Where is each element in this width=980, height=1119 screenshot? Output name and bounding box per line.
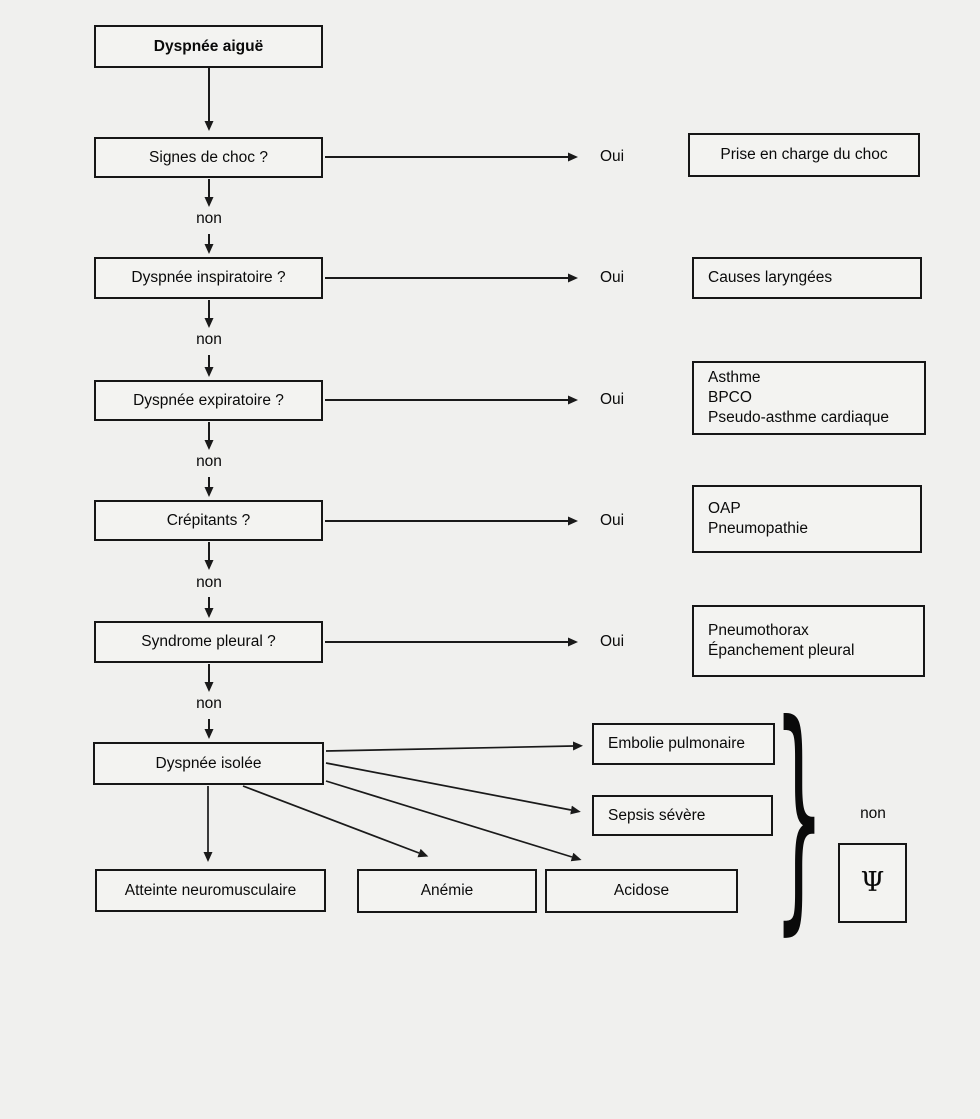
- connector-arrows: [203, 68, 583, 862]
- start-box-dyspnee-aigue: Dyspnée aiguë: [94, 25, 323, 68]
- edge-label-oui-4: Oui: [599, 512, 625, 529]
- edge-label-non-4: non: [196, 574, 222, 591]
- result-line: Épanchement pleural: [708, 642, 855, 659]
- result-line: OAP: [708, 500, 741, 517]
- outcome-box-anemie: Anémie: [357, 869, 537, 913]
- result-box-pneumothorax-epanchement: Pneumothorax Épanchement pleural: [692, 605, 925, 677]
- result-line: Asthme: [708, 369, 761, 386]
- grouping-brace: }: [773, 671, 825, 957]
- result-box-oap-pneumopathie: OAP Pneumopathie: [692, 485, 922, 553]
- result-box-asthme-bpco: Asthme BPCO Pseudo-asthme cardiaque: [692, 361, 926, 435]
- result-box-causes-laryngees: Causes laryngées: [692, 257, 922, 299]
- question-box-syndrome-pleural: Syndrome pleural ?: [94, 621, 323, 663]
- question-box-crepitants: Crépitants ?: [94, 500, 323, 541]
- result-line: Pseudo-asthme cardiaque: [708, 409, 889, 426]
- outcome-box-psy: Ψ: [838, 843, 907, 923]
- edge-label-non-3: non: [196, 453, 222, 470]
- edge-label-oui-3: Oui: [599, 391, 625, 408]
- result-box-prise-en-charge-du-choc: Prise en charge du choc: [688, 133, 920, 177]
- outcome-box-sepsis-severe: Sepsis sévère: [592, 795, 773, 836]
- outcome-box-atteinte-neuromusculaire: Atteinte neuromusculaire: [95, 869, 326, 912]
- flowchart-dyspnee-aigue: Dyspnée aiguë Signes de choc ? Dyspnée i…: [93, 25, 926, 957]
- question-box-signes-de-choc: Signes de choc ?: [94, 137, 323, 178]
- edge-label-non-psy: non: [860, 805, 886, 822]
- outcome-box-acidose: Acidose: [545, 869, 738, 913]
- question-box-dyspnee-isolee: Dyspnée isolée: [93, 742, 324, 785]
- outcome-box-embolie-pulmonaire: Embolie pulmonaire: [592, 723, 775, 765]
- edge-label-oui-1: Oui: [599, 148, 625, 165]
- result-line: Pneumopathie: [708, 520, 808, 537]
- question-box-dyspnee-inspiratoire: Dyspnée inspiratoire ?: [94, 257, 323, 299]
- result-line: BPCO: [708, 389, 752, 406]
- edge-label-non-1: non: [196, 210, 222, 227]
- edge-label-non-2: non: [196, 331, 222, 348]
- edge-label-oui-2: Oui: [599, 269, 625, 286]
- result-line: Pneumothorax: [708, 622, 809, 639]
- edge-label-non-5: non: [196, 695, 222, 712]
- question-box-dyspnee-expiratoire: Dyspnée expiratoire ?: [94, 380, 323, 421]
- edge-label-oui-5: Oui: [599, 633, 625, 650]
